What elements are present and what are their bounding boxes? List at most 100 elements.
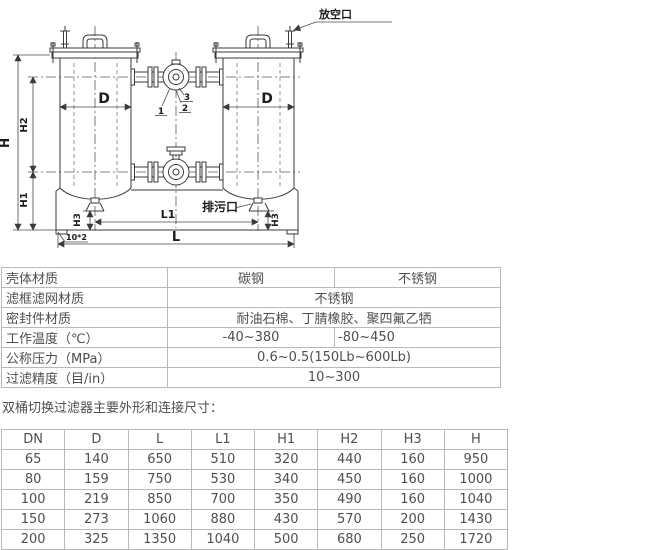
dim-label-d-left: D [98,91,110,107]
dim-label-h2: H2 [19,117,30,132]
dim-cell: 219 [64,489,129,510]
spec-label: 滤框滤网材质 [1,287,168,308]
table-row: 80 159 750 530 340 450 160 1000 [0,469,509,490]
foot-right [286,229,299,235]
dim-cell: 100 [0,489,66,510]
dim-label-d-right: D [261,91,273,107]
spec-value: 不锈钢 [334,267,501,288]
dim-cell: 325 [64,529,129,550]
duplex-filter-drawing: 1 2 3 D D H H2 H1 H3 H3 L1 [0,0,650,262]
dim-cell: 1720 [443,529,509,550]
vent-label: 放空口 [318,7,352,21]
table-row: 壳体材质 碳钢 不锈钢 [1,267,501,288]
dim-label-h: H [0,138,12,148]
table-row: 滤框滤网材质 不锈钢 [1,287,501,308]
spec-value: -40~380 [167,327,335,348]
dimension-D: D D [59,91,295,111]
column-header: H [443,429,509,450]
dim-label-h3-right: H3 [271,213,281,227]
dim-cell: 570 [317,509,382,530]
part-callouts: 1 2 3 [155,87,193,117]
dim-cell: 340 [253,469,319,490]
spec-label: 壳体材质 [1,267,168,288]
dim-cell: 200 [380,509,445,530]
spec-value: -80~450 [334,327,501,348]
dim-cell: 430 [253,509,319,530]
spec-value: 10~300 [167,367,501,388]
vent-callout: 放空口 [293,7,392,32]
table-row: 65 140 650 510 320 440 160 950 [0,449,509,470]
dim-label-h1: H1 [19,192,30,207]
dim-cell: 140 [64,449,129,470]
part-label-3: 3 [184,93,190,103]
lid-bolts [213,42,303,63]
drawing-svg: 1 2 3 D D H H2 H1 H3 H3 L1 [0,7,392,248]
dim-cell: 150 [0,509,66,530]
dim-cell: 350 [253,489,319,510]
part-label-1: 1 [158,107,164,117]
column-header: L1 [190,429,256,450]
foot-note-label: 10*2 [66,233,87,242]
dim-cell: 650 [127,449,192,470]
dim-cell: 1000 [443,469,509,490]
upper-pipe-run [130,59,224,91]
dim-cell: 250 [380,529,445,550]
dim-cell: 680 [317,529,382,550]
drain-label: 排污口 [202,199,238,214]
lid-handle [245,34,271,48]
dimension-lengths: L1 L [57,208,295,248]
dim-cell: 320 [253,449,319,470]
lower-pipe-run [130,146,224,186]
dim-cell: 1060 [127,509,192,530]
column-header: DN [0,429,66,450]
table-row: 150 273 1060 880 430 570 200 1430 [0,509,509,530]
spec-label: 工作温度（℃） [1,327,168,348]
dim-cell: 1350 [127,529,192,550]
left-tank [49,26,141,212]
spec-value: 碳钢 [167,267,335,288]
spec-value: 0.6~0.5(150Lb~600Lb) [167,347,501,368]
dim-cell: 880 [190,509,256,530]
dim-cell: 160 [380,489,445,510]
dim-cell: 700 [190,489,256,510]
dim-cell: 950 [443,449,509,470]
table-row: 过滤精度（目/in） 10~300 [1,367,501,388]
dim-cell: 1040 [190,529,256,550]
dim-cell: 80 [0,469,66,490]
lid-handle [82,34,108,48]
upper-valve [162,59,190,91]
base-frame [55,187,299,235]
table-row: 公称压力（MPa） 0.6~0.5(150Lb~600Lb) [1,347,501,368]
drain-nozzle-right [248,197,270,212]
dim-cell: 65 [0,449,66,470]
column-header: D [64,429,129,450]
table-row: 100 219 850 700 350 490 160 1040 [0,489,509,510]
dimension-table-caption: 双桶切换过滤器主要外形和连接尺寸： [2,401,224,416]
table-row: 200 325 1350 1040 500 680 250 1720 [0,529,509,550]
dim-cell: 450 [317,469,382,490]
column-header: H2 [317,429,382,450]
material-spec-table: 壳体材质 碳钢 不锈钢 滤框滤网材质 不锈钢 密封件材质 耐油石棉、丁腈橡胶、聚… [1,267,501,388]
column-header: H1 [253,429,319,450]
column-header: L [127,429,192,450]
dimension-H3: H3 H3 [73,210,281,231]
column-header: H3 [380,429,445,450]
dim-cell: 490 [317,489,382,510]
dim-cell: 1430 [443,509,509,530]
table-row: 工作温度（℃） -40~380 -80~450 [1,327,501,348]
foot-note: 10*2 [57,231,88,243]
dim-label-l1: L1 [161,208,176,221]
spec-label: 公称压力（MPa） [1,347,168,368]
dim-label-l: L [172,230,180,245]
dimension-heights: H H2 H1 [0,54,56,231]
spec-value: 耐油石棉、丁腈橡胶、聚四氟乙牺 [167,307,501,328]
dim-cell: 530 [190,469,256,490]
foot-left [55,229,68,235]
dim-cell: 500 [253,529,319,550]
table-header-row: DN D L L1 H1 H2 H3 H [0,429,509,450]
dim-cell: 200 [0,529,66,550]
table-row: 密封件材质 耐油石棉、丁腈橡胶、聚四氟乙牺 [1,307,501,328]
dim-cell: 273 [64,509,129,530]
spec-label: 密封件材质 [1,307,168,328]
dim-cell: 1040 [443,489,509,510]
